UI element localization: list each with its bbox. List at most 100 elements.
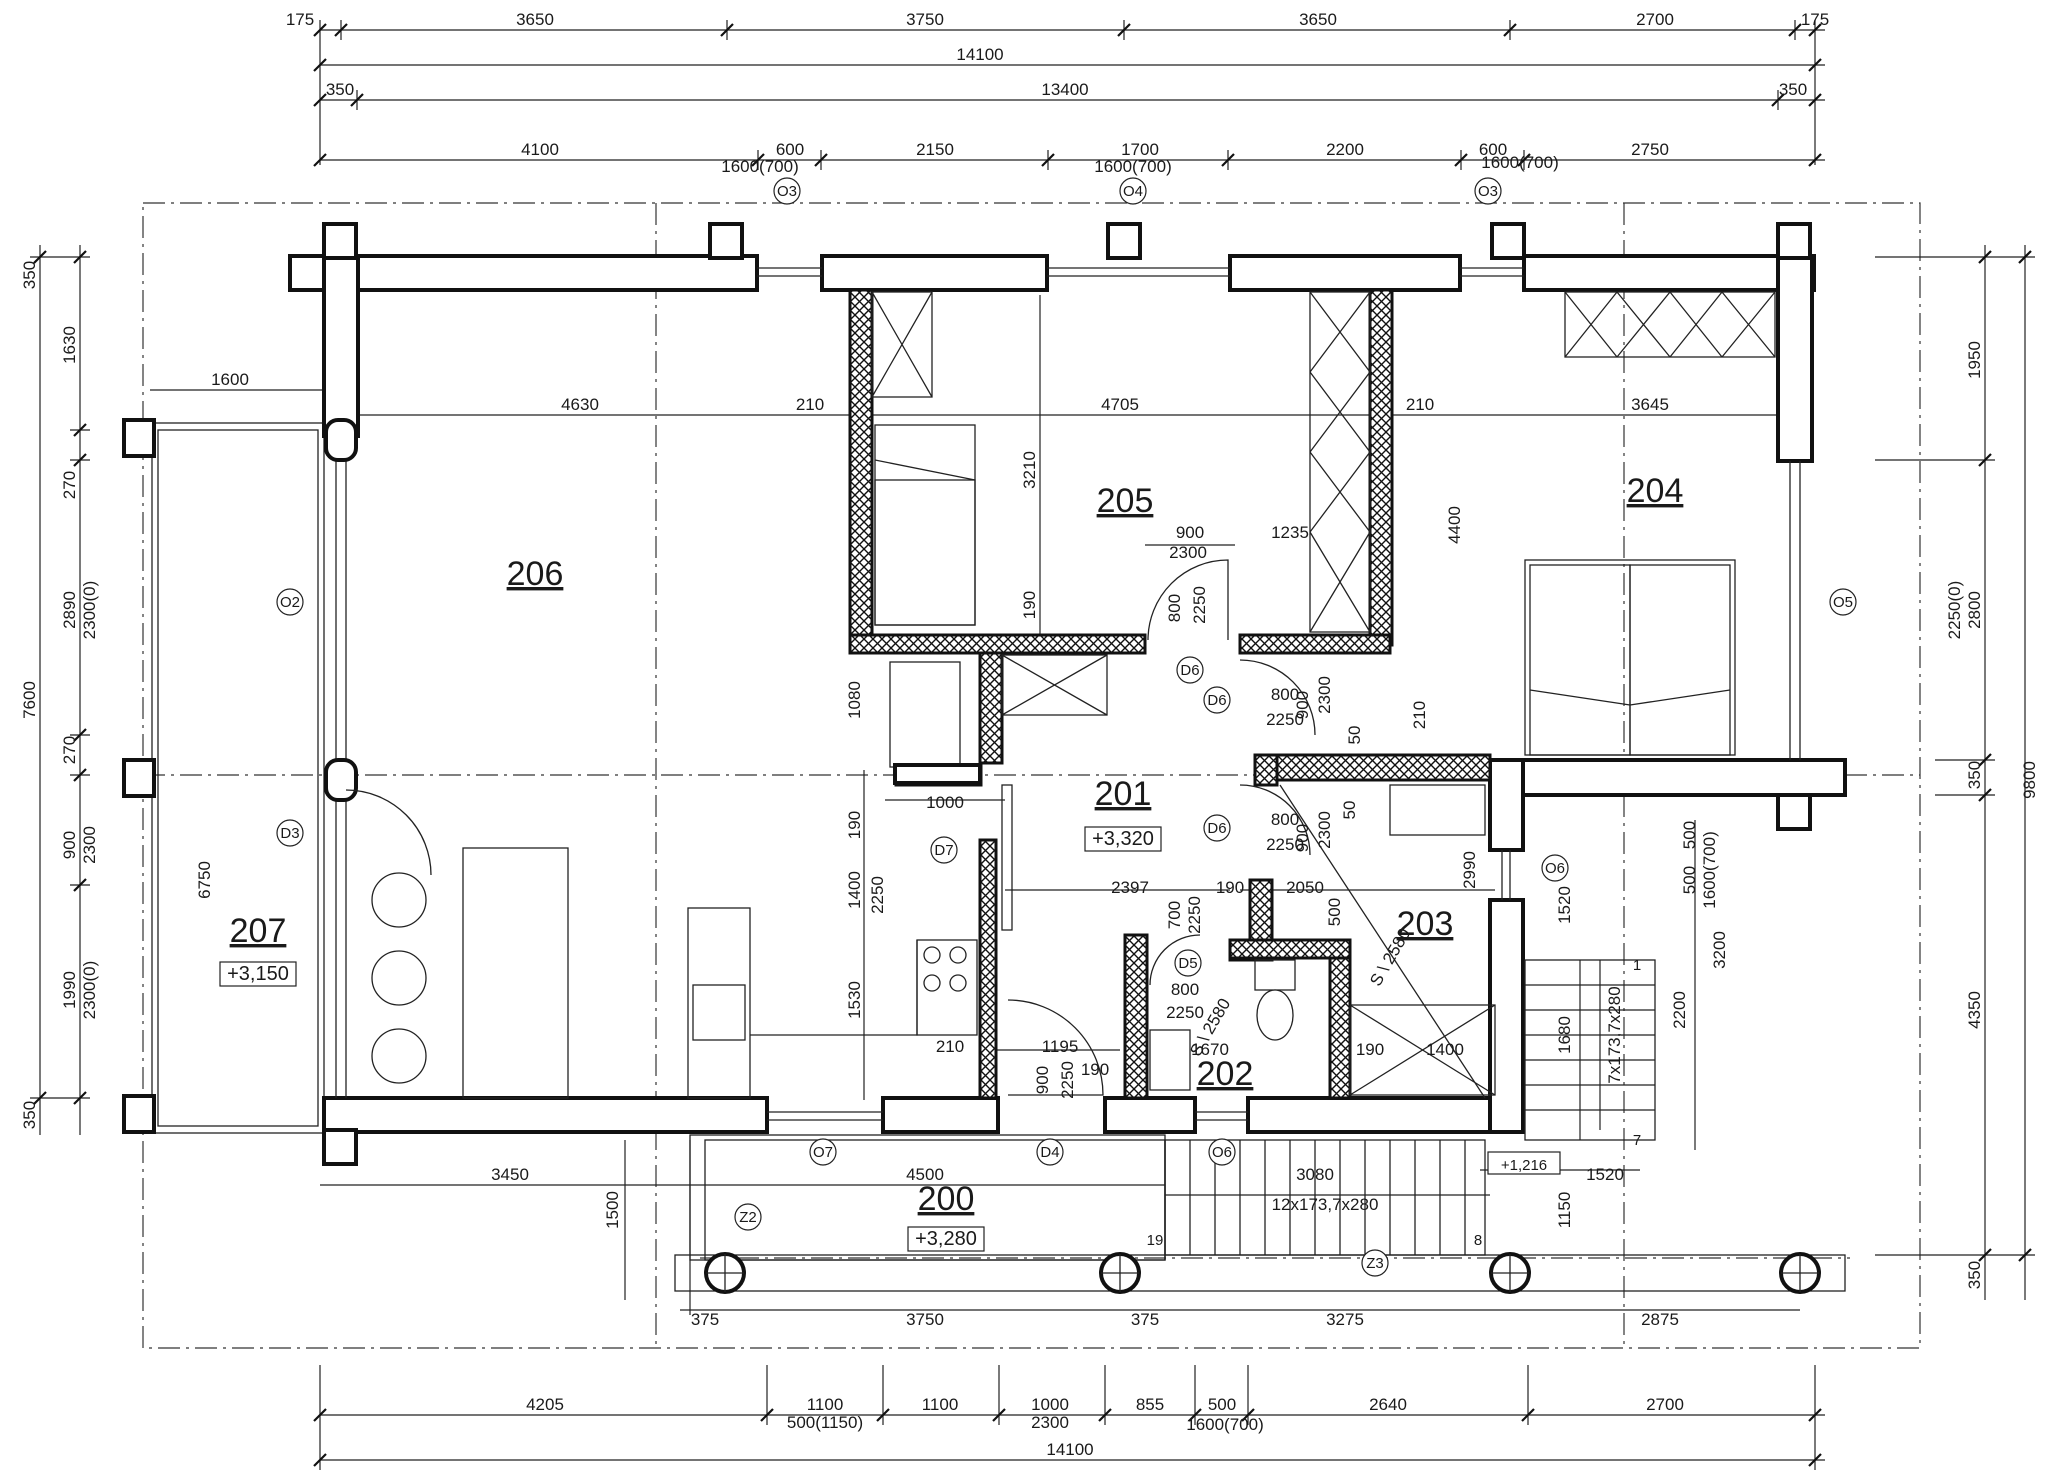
dim-left-mid: 1630 bbox=[60, 326, 79, 364]
opening-tag-circle bbox=[773, 177, 801, 205]
dim-interior: 2397 bbox=[1111, 878, 1149, 897]
dim-interior: 3450 bbox=[491, 1165, 529, 1184]
dim-interior: 375 bbox=[691, 1310, 719, 1329]
dim-interior: 1500 bbox=[603, 1191, 622, 1229]
opening-tag-Z3: Z3 bbox=[1366, 1255, 1384, 1272]
dimension-tick bbox=[1808, 93, 1822, 107]
dim-right-inner: 2800 bbox=[1965, 591, 1984, 629]
dimension-tick bbox=[1978, 1248, 1992, 1262]
dim-bottom-1: 1100 bbox=[807, 1395, 844, 1414]
interior-walls bbox=[848, 288, 1492, 1100]
dim-interior: 50 bbox=[1345, 726, 1364, 745]
terrace-200 bbox=[674, 1134, 1846, 1292]
dimension-tick bbox=[334, 23, 348, 37]
opening-tag-circle bbox=[1541, 854, 1569, 882]
opening-tag-circle bbox=[1174, 949, 1202, 977]
opening-tag-O3: O3 bbox=[777, 183, 797, 200]
room-number-201: 201 bbox=[1095, 775, 1152, 813]
dimension-ticks bbox=[33, 23, 2032, 1467]
dim-right-inner: 350 bbox=[1965, 1261, 1984, 1289]
dim-interior: 1520 bbox=[1555, 886, 1574, 924]
dim-bottom-1: 500 bbox=[1208, 1395, 1236, 1414]
dim-left-mid: 900 bbox=[60, 831, 79, 859]
opening-tag-O3: O3 bbox=[1478, 183, 1498, 200]
furniture bbox=[345, 291, 1776, 1256]
dim-top-4: 4100 bbox=[521, 140, 559, 159]
dimension-tick bbox=[313, 23, 327, 37]
opening-tag-circle bbox=[1036, 1138, 1064, 1166]
dimension-tick bbox=[313, 1453, 327, 1467]
terrace-columns bbox=[704, 1252, 1821, 1294]
dim-interior: 1600(700) bbox=[1481, 153, 1559, 172]
dimension-tick bbox=[1978, 753, 1992, 767]
opening-tag-O6: O6 bbox=[1212, 1144, 1232, 1161]
dim-right-inner: 2250(0) bbox=[1945, 581, 1964, 640]
dimension-tick bbox=[1454, 153, 1468, 167]
dimension-tick bbox=[1241, 1408, 1255, 1422]
dim-interior: 500 bbox=[1680, 866, 1699, 894]
opening-tag-circle bbox=[276, 588, 304, 616]
opening-tag-circle bbox=[1203, 686, 1231, 714]
dim-bottom-1: 2700 bbox=[1646, 1395, 1684, 1414]
opening-tag-circle bbox=[1208, 1138, 1236, 1166]
dim-interior: 1600(700) bbox=[721, 157, 799, 176]
balcony-207 bbox=[122, 418, 325, 1134]
dim-top-4: 2200 bbox=[1326, 140, 1364, 159]
dimension-tick bbox=[1808, 153, 1822, 167]
dim-interior: 3645 bbox=[1631, 395, 1669, 414]
dim-interior: 375 bbox=[1131, 1310, 1159, 1329]
dim-interior: 210 bbox=[1406, 395, 1434, 414]
room-level-207: +3,150 bbox=[227, 963, 289, 985]
opening-tag-circle bbox=[1176, 656, 1204, 684]
dim-top-4: 2750 bbox=[1631, 140, 1669, 159]
dimension-tick bbox=[1117, 23, 1131, 37]
stair-step-number: 19 bbox=[1147, 1232, 1164, 1249]
opening-tag-circle bbox=[734, 1203, 762, 1231]
dimension-tick bbox=[1188, 1408, 1202, 1422]
dimension-tick bbox=[1978, 250, 1992, 264]
dimension-tick bbox=[1808, 23, 1822, 37]
dimension-tick bbox=[1808, 1453, 1822, 1467]
dim-top-1: 3750 bbox=[906, 10, 944, 29]
dimension-tick bbox=[1808, 1408, 1822, 1422]
dim-interior: 1000 bbox=[926, 793, 964, 812]
room-number-204: 204 bbox=[1627, 472, 1684, 510]
dim-interior: 210 bbox=[1410, 701, 1429, 729]
dimension-tick bbox=[73, 250, 87, 264]
dimension-tick bbox=[73, 878, 87, 892]
dim-top-total: 14100 bbox=[956, 45, 1003, 64]
dim-interior: 2250 bbox=[1185, 896, 1204, 934]
dim-bottom-total: 14100 bbox=[1046, 1440, 1093, 1459]
dim-left-mid: 350 bbox=[20, 1101, 39, 1129]
dimension-tick bbox=[1808, 58, 1822, 72]
room-number-205: 205 bbox=[1097, 482, 1154, 520]
dim-interior: 800 bbox=[1271, 685, 1299, 704]
dimension-tick bbox=[1771, 93, 1785, 107]
opening-tag-circle bbox=[1361, 1249, 1389, 1277]
opening-tag-D6: D6 bbox=[1207, 820, 1226, 837]
dim-interior: 1080 bbox=[845, 681, 864, 719]
dim-interior: 2300 bbox=[1169, 543, 1207, 562]
dimension-tick bbox=[73, 423, 87, 437]
room-number-200: 200 bbox=[918, 1180, 975, 1218]
dim-top-1: 175 bbox=[286, 10, 314, 29]
dim-interior: 2250 bbox=[1266, 835, 1304, 854]
dim-bottom-1: 1100 bbox=[922, 1395, 959, 1414]
dim-right-inner: 1950 bbox=[1965, 341, 1984, 379]
dim-top-4: 1700 bbox=[1121, 140, 1159, 159]
dim-interior: 1600(700) bbox=[1094, 157, 1172, 176]
dimension-tick bbox=[876, 1408, 890, 1422]
dim-interior: 900 bbox=[1293, 824, 1312, 852]
stair-level: +1,216 bbox=[1501, 1157, 1547, 1174]
dim-interior: 1195 bbox=[1042, 1037, 1079, 1056]
level-box bbox=[1084, 826, 1162, 852]
dimension-tick bbox=[720, 23, 734, 37]
dim-interior: 500 bbox=[1325, 898, 1344, 926]
dim-left-mid: 1990 bbox=[60, 971, 79, 1009]
opening-tag-circle bbox=[1119, 177, 1147, 205]
dimension-tick bbox=[814, 153, 828, 167]
dim-interior: 1400 bbox=[1426, 1040, 1464, 1059]
dim-interior: 2300 bbox=[1315, 811, 1334, 849]
dim-interior: 900 bbox=[1033, 1066, 1052, 1094]
